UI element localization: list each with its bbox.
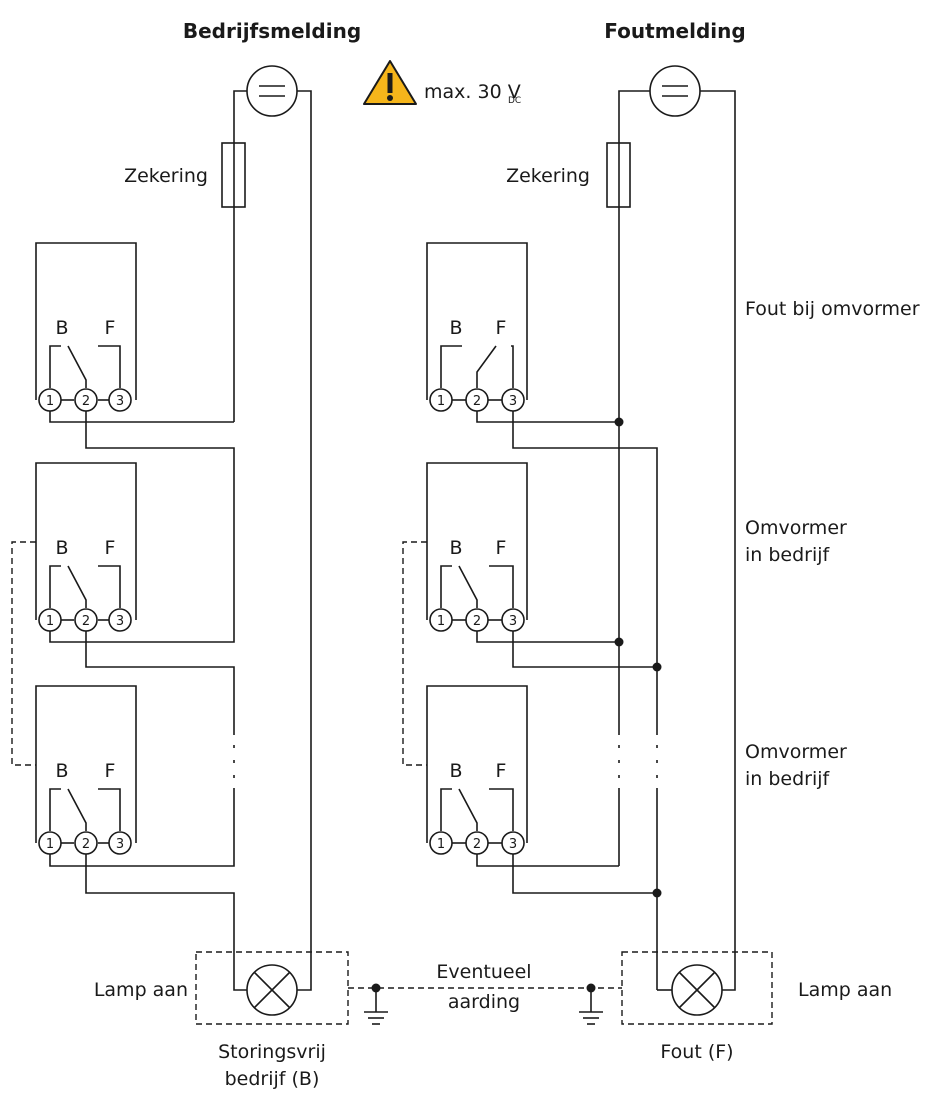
pin-3: 3 — [116, 394, 124, 409]
pin-3: 3 — [509, 837, 517, 852]
lamp-right — [671, 964, 723, 1016]
label-inverter-1-line2: in bedrijf — [745, 544, 831, 566]
lamp-caption-left-1: Storingsvrij — [218, 1041, 326, 1063]
pin-1: 1 — [46, 394, 54, 409]
pin-1: 1 — [437, 614, 445, 629]
pin-1: 1 — [46, 837, 54, 852]
relay-label-b: B — [449, 760, 462, 782]
pin-3: 3 — [116, 614, 124, 629]
pin-2: 2 — [473, 614, 481, 629]
pin-3: 3 — [509, 614, 517, 629]
relay-label-b: B — [449, 317, 462, 339]
junction-dot — [652, 662, 662, 672]
lamp-left — [246, 964, 298, 1016]
relay-right-1: B F 1 2 3 — [426, 242, 528, 412]
relay-label-f: F — [496, 317, 507, 339]
lamp-box-right — [621, 951, 773, 1025]
pin-1: 1 — [46, 614, 54, 629]
grounding-label-2: aarding — [448, 991, 520, 1013]
pin-1: 1 — [437, 394, 445, 409]
relay-right-2: B F 1 2 3 — [426, 462, 528, 632]
relay-label-f: F — [496, 760, 507, 782]
relay-left-2: B F 1 2 3 — [35, 462, 137, 632]
relay-label-f: F — [105, 537, 116, 559]
voltage-source-left — [246, 65, 298, 117]
label-inverter-1-line1: Omvormer — [745, 517, 847, 539]
pin-2: 2 — [473, 837, 481, 852]
pin-2: 2 — [82, 614, 90, 629]
junction-dot — [652, 888, 662, 898]
relay-right-3: B F 1 2 3 — [426, 685, 528, 855]
pin-2: 2 — [82, 837, 90, 852]
pin-2: 2 — [473, 394, 481, 409]
junction-dot — [614, 417, 624, 427]
lamp-on-right: Lamp aan — [798, 979, 892, 1001]
label-inverter-2-line2: in bedrijf — [745, 768, 831, 790]
pin-2: 2 — [82, 394, 90, 409]
voltage-source-right — [649, 65, 701, 117]
pin-3: 3 — [509, 394, 517, 409]
relay-label-b: B — [55, 760, 68, 782]
fuse-label-right: Zekering — [506, 165, 590, 187]
pin-3: 3 — [116, 837, 124, 852]
title-fault-message: Foutmelding — [604, 19, 745, 43]
warning-icon — [363, 60, 417, 105]
relay-label-b: B — [55, 537, 68, 559]
relay-label-f: F — [105, 317, 116, 339]
label-fault-inverter: Fout bij omvormer — [745, 298, 920, 320]
warning-subscript: DC — [508, 96, 521, 106]
lamp-caption-right: Fout (F) — [660, 1041, 733, 1063]
lamp-on-left: Lamp aan — [94, 979, 188, 1001]
relay-label-b: B — [55, 317, 68, 339]
title-operation-message: Bedrijfsmelding — [183, 19, 361, 43]
relay-left-1: B F 1 2 3 — [35, 242, 137, 412]
lamp-box-left — [195, 951, 349, 1025]
relay-left-3: B F 1 2 3 — [35, 685, 137, 855]
ground-icon — [364, 983, 388, 1025]
fuse-label-left: Zekering — [124, 165, 208, 187]
lamp-caption-left-2: bedrijf (B) — [225, 1068, 320, 1090]
relay-label-f: F — [105, 760, 116, 782]
grounding-label-1: Eventueel — [436, 961, 531, 983]
ground-icon — [579, 983, 603, 1025]
junction-dot — [614, 637, 624, 647]
label-inverter-2-line1: Omvormer — [745, 741, 847, 763]
relay-label-b: B — [449, 537, 462, 559]
relay-label-f: F — [496, 537, 507, 559]
pin-1: 1 — [437, 837, 445, 852]
warning-text: max. 30 V — [424, 81, 521, 103]
